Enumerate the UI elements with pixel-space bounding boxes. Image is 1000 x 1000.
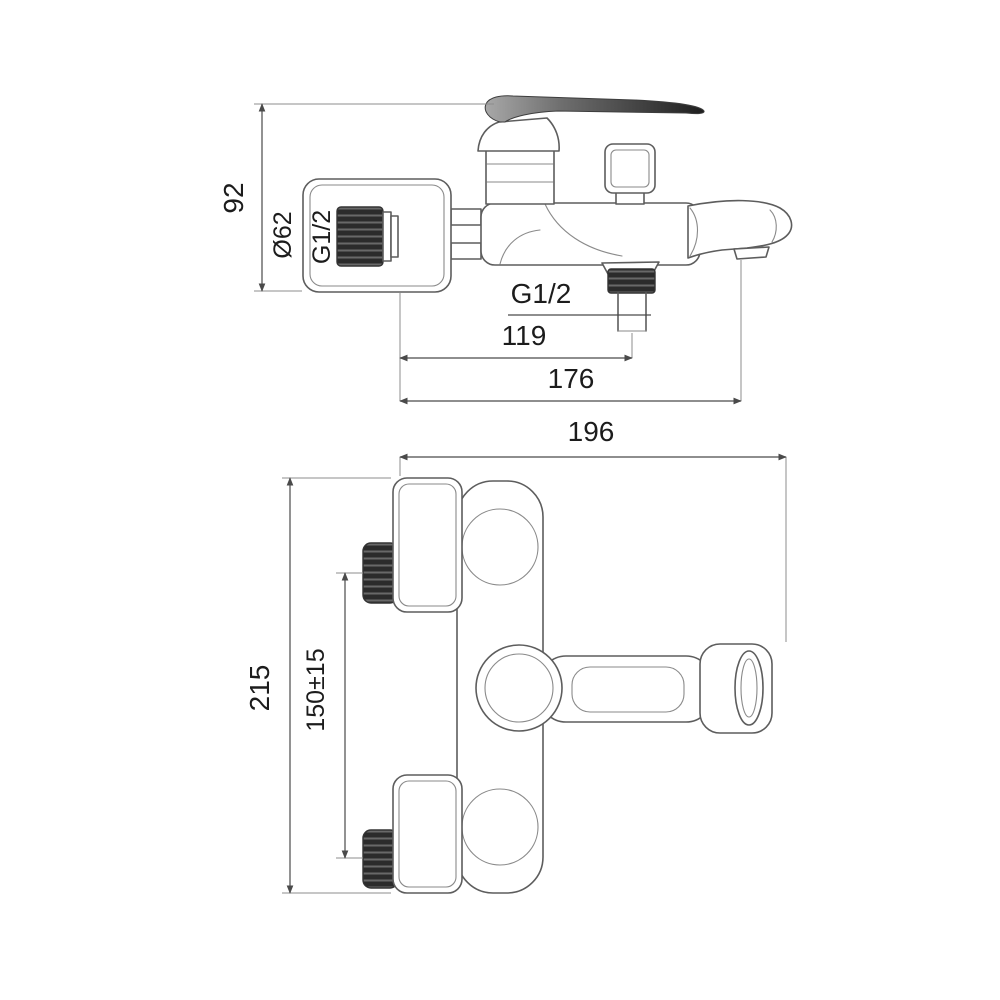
front-dimensions: 196 215 150±15 bbox=[244, 416, 787, 894]
spout-side bbox=[687, 199, 793, 259]
dim-label-inlet-thread: G1/2 bbox=[308, 210, 336, 264]
handle-lever bbox=[484, 95, 705, 123]
faucet-body-side bbox=[480, 202, 701, 266]
aerator bbox=[733, 246, 770, 260]
dim-label-215: 215 bbox=[244, 665, 275, 712]
inlet-nut bbox=[336, 206, 399, 267]
dim-label-119: 119 bbox=[502, 320, 547, 351]
wall-connection-pipes bbox=[450, 208, 482, 260]
spout-end-front bbox=[699, 643, 773, 734]
dim-label-diameter-62: Ø62 bbox=[269, 211, 297, 258]
body-sculpt-lines bbox=[499, 203, 777, 265]
handle-hub bbox=[475, 644, 563, 732]
dim-label-92: 92 bbox=[218, 182, 249, 213]
cartridge-neck bbox=[485, 149, 555, 205]
handle-dome bbox=[477, 117, 560, 152]
side-dimensions: 92 Ø62 G1/2 G1/2 119 176 bbox=[218, 103, 742, 405]
front-view bbox=[362, 477, 773, 894]
diverter-knob bbox=[604, 143, 656, 205]
dim-label-150: 150±15 bbox=[302, 648, 330, 731]
dim-label-196: 196 bbox=[568, 416, 615, 447]
dim-label-176: 176 bbox=[548, 363, 595, 394]
bottom-escutcheon-front bbox=[392, 774, 463, 894]
side-view bbox=[302, 95, 793, 332]
shower-outlet bbox=[601, 261, 660, 332]
handle-lever-front bbox=[539, 655, 713, 723]
top-escutcheon-front bbox=[392, 477, 463, 613]
dim-label-outlet-thread: G1/2 bbox=[511, 278, 572, 309]
